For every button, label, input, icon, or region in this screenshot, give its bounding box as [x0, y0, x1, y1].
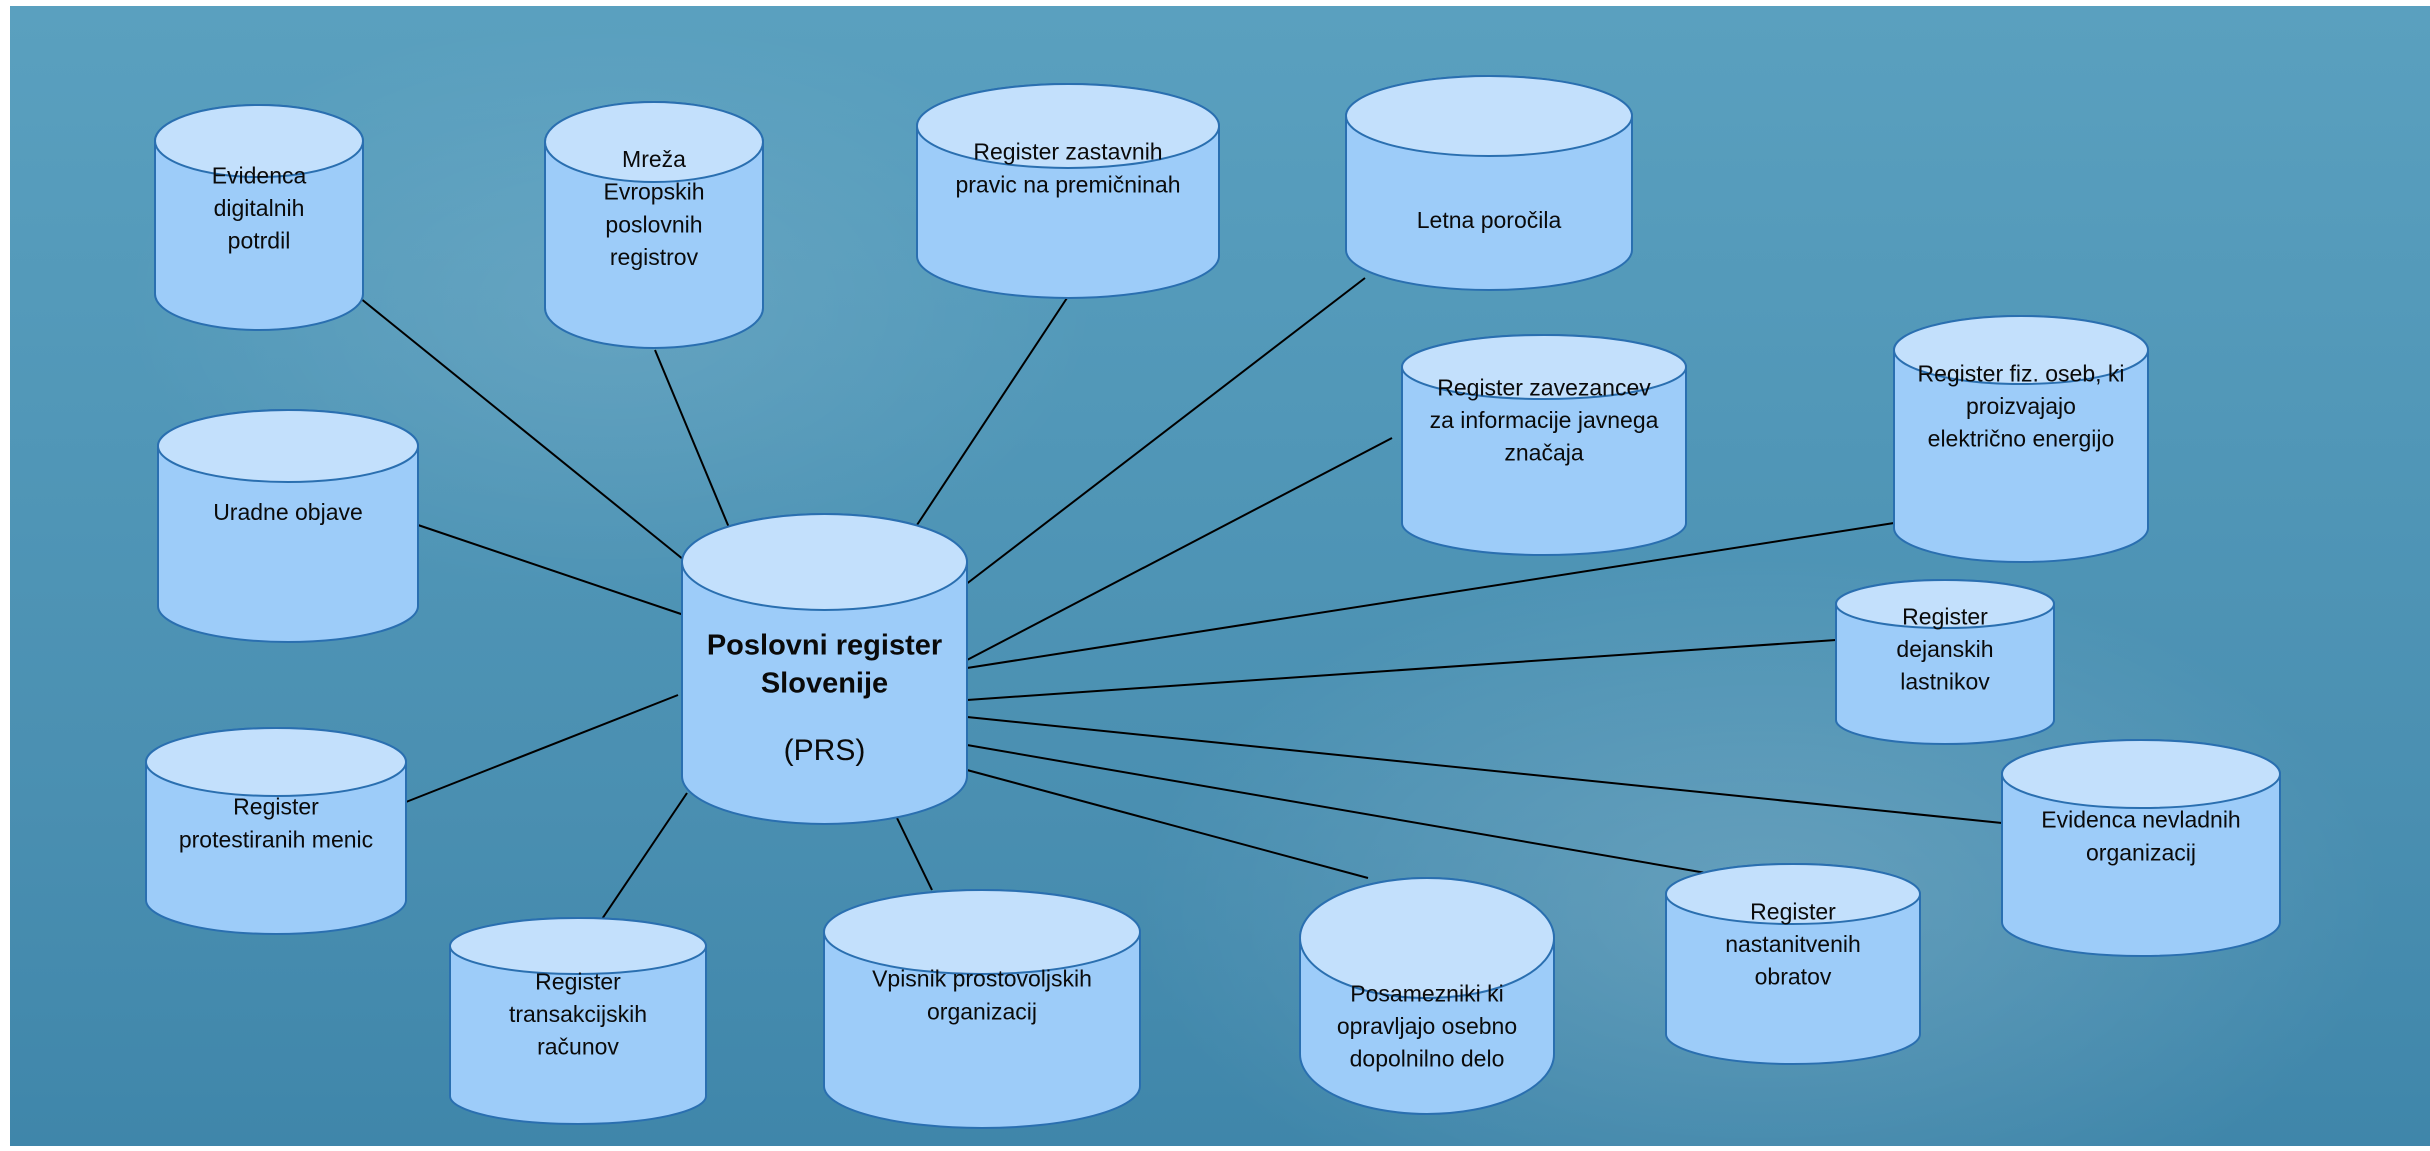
node-register-zastavnih-top	[916, 83, 1220, 169]
node-label-line: obratov	[1755, 964, 1832, 990]
node-label-line: Mreža	[622, 146, 686, 172]
node-label-line: za informacije javnega	[1430, 407, 1659, 433]
center-title-line2: Slovenije	[761, 668, 888, 700]
node-label-line: dopolnilno delo	[1350, 1046, 1505, 1072]
node-label-line: digitalnih	[214, 195, 305, 221]
node-posamezniki: Posamezniki ki opravljajo osebno dopolniln…	[1299, 877, 1555, 1115]
node-vpisnik-prostovoljskih-top	[823, 889, 1141, 975]
node-evidenca-digitalnih-potrdil-top	[154, 104, 364, 178]
node-register-transakcijskih: Register transakcijskih računov	[449, 917, 707, 1125]
node-label-line: proizvajajo	[1966, 393, 2076, 419]
node-label-line: opravljajo osebno	[1337, 1013, 1517, 1039]
node-letna-porocila-top	[1345, 75, 1633, 157]
node-label-line: pravic na premičninah	[955, 171, 1180, 197]
connector-uradne-objave	[417, 524, 685, 616]
node-label-line: poslovnih	[605, 211, 702, 237]
node-label-line: registrov	[610, 244, 699, 270]
center-title-line1: Poslovni register	[707, 630, 942, 662]
node-register-dejanskih-top	[1835, 579, 2055, 629]
node-label-line: dejanskih	[1896, 636, 1993, 662]
connector-lines	[359, 277, 2003, 923]
connector-register-transakcijskih	[599, 792, 688, 923]
node-label-line: Register	[535, 968, 621, 994]
connector-register-zastavnih	[914, 297, 1068, 529]
connector-register-zavezancev	[966, 437, 1393, 661]
node-label-line: računov	[537, 1034, 619, 1060]
connector-vpisnik-prostovoljskih	[896, 817, 933, 891]
node-posamezniki-top	[1299, 877, 1555, 999]
node-register-protestiranih: Register protestiranih menic	[145, 727, 407, 935]
node-label-line: Vpisnik prostovoljskih	[872, 966, 1092, 992]
node-label-line: Register zavezancev	[1437, 374, 1651, 400]
node-label-line: Evidenca nevladnih	[2041, 807, 2240, 833]
node-register-zavezancev-top	[1401, 334, 1687, 400]
node-label-line: Posamezniki ki	[1350, 980, 1503, 1006]
node-label-line: značaja	[1504, 440, 1583, 466]
node-label-line: nastanitvenih	[1725, 931, 1861, 957]
node-uradne-objave: Uradne objave	[157, 409, 419, 643]
node-register-zastavnih: Register zastavnih pravic na premičninah	[916, 83, 1220, 299]
center-abbreviation: (PRS)	[784, 734, 866, 767]
node-label-line: Evropskih	[604, 179, 705, 205]
node-evidenca-nevladnih-top	[2001, 739, 2281, 809]
node-label-line: Uradne objave	[213, 499, 363, 525]
node-register-fiz-oseb: Register fiz. oseb, ki proizvajajo elektri…	[1893, 315, 2149, 563]
node-label-line: Register	[1902, 603, 1988, 629]
connector-register-dejanskih	[966, 639, 1837, 701]
node-label-line: organizacij	[2086, 839, 2196, 865]
connector-posamezniki	[966, 769, 1369, 879]
node-register-nastanitvenih-top	[1665, 863, 1921, 925]
connector-letna-porocila	[964, 277, 1366, 586]
node-register-dejanskih: Register dejanskih lastnikov	[1835, 579, 2055, 745]
node-register-protestiranih-top	[145, 727, 407, 797]
node-label-line: organizacij	[927, 998, 1037, 1024]
node-register-fiz-oseb-top	[1893, 315, 2149, 385]
connector-evidenca-digitalnih-potrdil	[359, 297, 685, 561]
node-mreza-evropskih-top	[544, 101, 764, 183]
connector-register-protestiranih	[405, 694, 679, 803]
node-register-zavezancev: Register zavezancev za informacije javneg…	[1401, 334, 1687, 556]
connector-mreza-evropskih	[654, 349, 731, 531]
node-label-line: električno energijo	[1928, 426, 2115, 452]
center-node-top	[681, 513, 968, 611]
connector-register-fiz-oseb	[966, 522, 1895, 669]
node-label-line: lastnikov	[1900, 669, 1990, 695]
node-letna-porocila: Letna poročila	[1345, 75, 1633, 291]
node-label-line: transakcijskih	[509, 1001, 647, 1027]
node-label-line: Register	[1750, 898, 1836, 924]
node-evidenca-digitalnih-potrdil: Evidenca digitalnih potrdil	[154, 104, 364, 331]
node-vpisnik-prostovoljskih: Vpisnik prostovoljskih organizacij	[823, 889, 1141, 1129]
node-label-line: Register fiz. oseb, ki	[1917, 360, 2124, 386]
connector-register-nastanitvenih	[966, 744, 1707, 874]
node-label-line: protestiranih menic	[179, 826, 373, 852]
node-register-transakcijskih-top	[449, 917, 707, 975]
connector-evidenca-nevladnih	[966, 716, 2003, 824]
node-label-line: Register zastavnih	[973, 139, 1162, 165]
node-evidenca-nevladnih: Evidenca nevladnih organizacij	[2001, 739, 2281, 957]
node-uradne-objave-top	[157, 409, 419, 483]
node-register-nastanitvenih: Register nastanitvenih obratov	[1665, 863, 1921, 1065]
node-label-line: potrdil	[228, 228, 291, 254]
node-label-line: Evidenca	[212, 162, 307, 188]
node-label-line: Register	[233, 794, 319, 820]
node-label-line: Letna poročila	[1417, 207, 1562, 233]
